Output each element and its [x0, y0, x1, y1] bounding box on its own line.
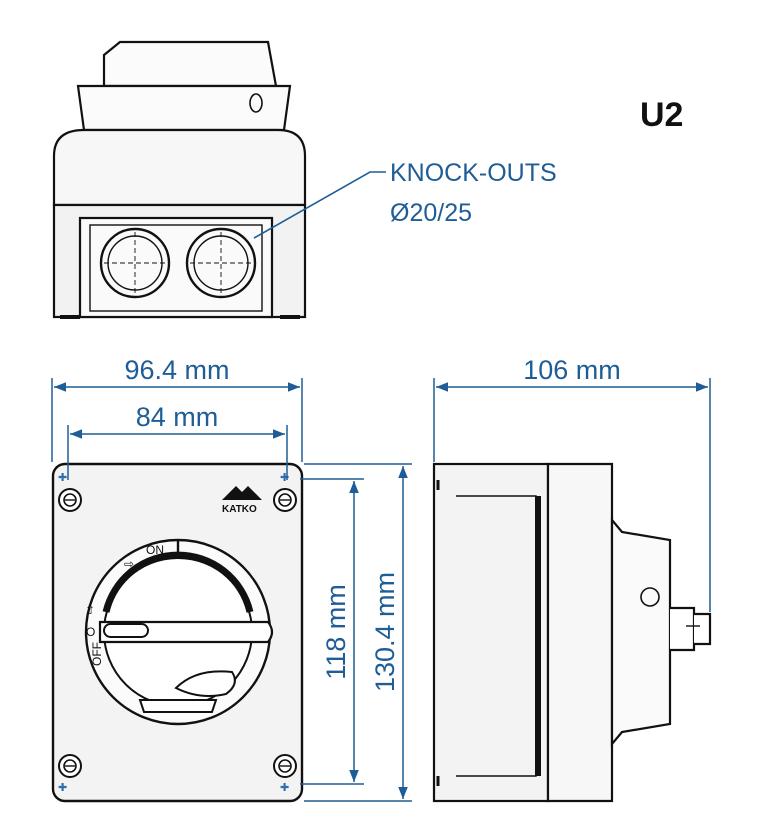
knock-out-left	[99, 227, 171, 299]
screw-bottom-left: ✚	[58, 754, 82, 794]
screw-bottom-right: ✚	[273, 754, 297, 794]
katko-logo-icon: KATKO	[222, 486, 262, 515]
callout-line-1: KNOCK-OUTS	[390, 159, 557, 187]
model-label: U2	[640, 96, 683, 134]
svg-text:✚: ✚	[280, 782, 289, 794]
dimension-lines	[51, 378, 711, 802]
screw-top-left: ✚	[58, 472, 82, 512]
brand-label: KATKO	[222, 504, 257, 515]
svg-text:✚: ✚	[280, 472, 289, 484]
svg-text:✚: ✚	[58, 472, 67, 484]
off-symbol-label: O	[86, 625, 95, 639]
screw-top-right: ✚	[273, 472, 297, 512]
side-view	[432, 462, 712, 803]
inner-height-label: 118 mm	[321, 584, 351, 680]
off-label: OFF	[90, 642, 104, 666]
outer-height-label: 130.4 mm	[370, 572, 400, 692]
svg-text:✚: ✚	[58, 782, 67, 794]
depth-label: 106 mm	[523, 355, 621, 385]
top-view	[52, 40, 307, 319]
outer-width-label: 96.4 mm	[124, 355, 229, 385]
on-label: ON	[146, 543, 164, 557]
knock-out-right	[185, 227, 257, 299]
front-view: ✚ ✚ ✚ ✚ KATKO	[51, 462, 304, 803]
arrow-right-icon: ⇨	[124, 557, 134, 571]
rotary-switch: ON ⇨ ⇧ O OFF	[84, 538, 274, 726]
knock-outs-callout: KNOCK-OUTS Ø20/25	[253, 159, 557, 239]
arrow-up-icon: ⇧	[85, 603, 95, 617]
inner-width-label: 84 mm	[136, 402, 219, 432]
callout-line-2: Ø20/25	[390, 199, 472, 227]
